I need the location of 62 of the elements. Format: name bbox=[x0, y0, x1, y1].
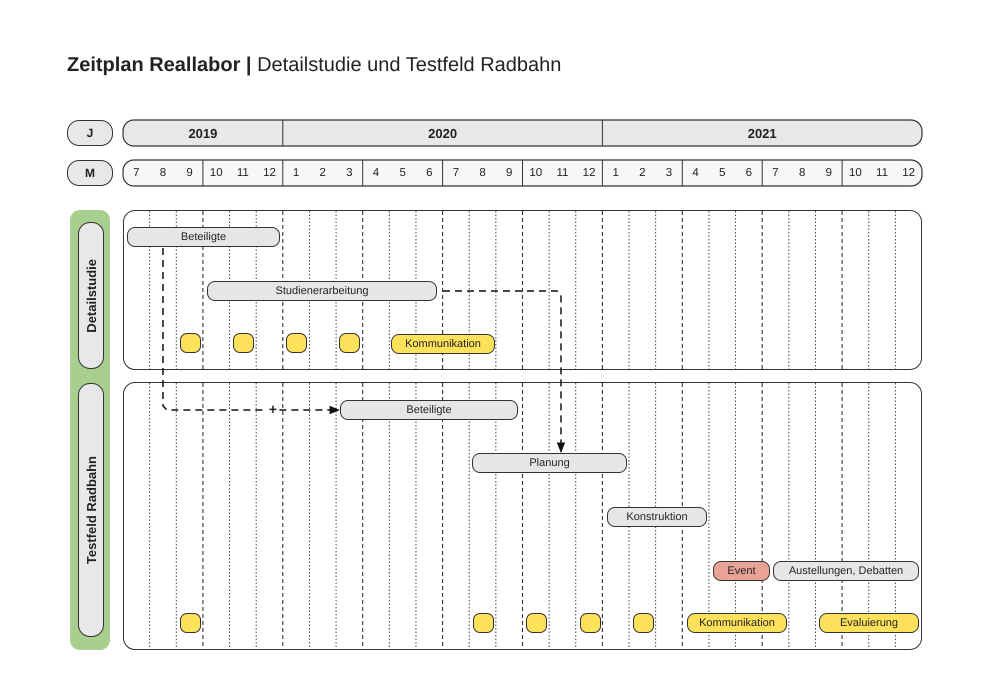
month-label: 3 bbox=[664, 166, 674, 181]
month-label: 7 bbox=[132, 166, 141, 181]
month-label: 12 bbox=[901, 166, 916, 181]
month-label: 1 bbox=[292, 166, 300, 181]
task-bar: Evaluierung bbox=[819, 613, 919, 633]
phase-sidebar bbox=[70, 210, 110, 650]
month-label: 7 bbox=[452, 166, 460, 181]
month-label: 2 bbox=[638, 166, 647, 181]
task-bar: Austellungen, Debatten bbox=[773, 561, 919, 581]
month-label: 10 bbox=[528, 166, 544, 181]
task-bar: Studienerarbeitung bbox=[207, 281, 437, 301]
milestone-marker bbox=[526, 613, 547, 633]
task-bar: Beteiligte bbox=[340, 400, 518, 420]
task-bar: Planung bbox=[472, 453, 627, 473]
month-label: 9 bbox=[185, 166, 194, 181]
milestone-marker bbox=[633, 613, 654, 633]
month-label: 4 bbox=[372, 166, 380, 181]
chart-title: Zeitplan Reallabor | Detailstudie und Testfeld Radbahn bbox=[67, 54, 562, 77]
month-label: 6 bbox=[744, 166, 754, 181]
month-label: 5 bbox=[718, 166, 726, 181]
month-label: 5 bbox=[398, 166, 407, 181]
phase-panel bbox=[123, 210, 922, 370]
milestone-marker bbox=[233, 333, 254, 353]
task-bar: Kommunikation bbox=[687, 613, 787, 633]
month-label: 8 bbox=[158, 166, 168, 181]
month-label: 7 bbox=[771, 166, 780, 181]
month-label: 10 bbox=[208, 166, 224, 181]
month-label: 2 bbox=[318, 166, 327, 181]
month-label: 10 bbox=[848, 166, 863, 181]
month-label: 11 bbox=[875, 166, 889, 181]
month-label: 11 bbox=[555, 166, 570, 181]
month-label: 4 bbox=[691, 166, 700, 181]
month-label: 6 bbox=[425, 166, 434, 181]
year-label: 2020 bbox=[427, 124, 458, 142]
month-label: 9 bbox=[824, 166, 833, 181]
phase-panel bbox=[123, 382, 922, 650]
task-bar: Event bbox=[713, 561, 770, 581]
milestone-marker bbox=[339, 333, 360, 353]
row-header-pill: J bbox=[67, 120, 113, 146]
month-label: 11 bbox=[236, 166, 250, 181]
year-label: 2019 bbox=[187, 124, 218, 142]
task-bar: Konstruktion bbox=[607, 507, 707, 527]
dependency-arrow bbox=[162, 248, 340, 414]
milestone-marker bbox=[473, 613, 494, 633]
phase-label: Testfeld Radbahn bbox=[78, 383, 104, 637]
month-label: 8 bbox=[478, 166, 487, 181]
month-label: 3 bbox=[345, 166, 354, 181]
month-label: 12 bbox=[262, 166, 277, 181]
month-label: 8 bbox=[798, 166, 806, 181]
dependency-arrow bbox=[443, 290, 566, 454]
month-label: 12 bbox=[582, 166, 596, 181]
milestone-marker bbox=[286, 333, 307, 353]
task-bar: Kommunikation bbox=[391, 334, 495, 354]
year-label: 2021 bbox=[746, 124, 778, 142]
row-header-pill: M bbox=[67, 160, 113, 186]
milestone-marker bbox=[180, 333, 201, 353]
task-bar: Beteiligte bbox=[127, 227, 280, 247]
milestone-marker bbox=[180, 613, 201, 633]
month-label: 9 bbox=[504, 166, 514, 181]
month-label: 1 bbox=[612, 166, 620, 181]
phase-label: Detailstudie bbox=[78, 222, 104, 369]
milestone-marker bbox=[580, 613, 601, 633]
